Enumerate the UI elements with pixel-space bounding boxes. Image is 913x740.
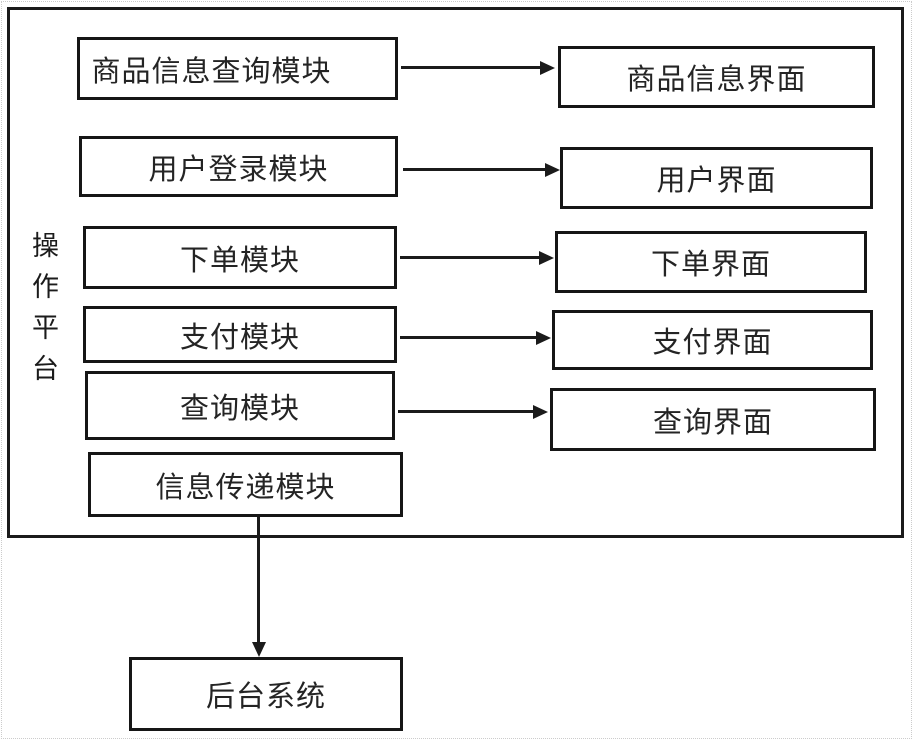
interface-box-product-info: 商品信息界面 bbox=[558, 46, 875, 108]
arrow-product-info-query-to-interface bbox=[401, 66, 541, 69]
arrow-payment-to-interface bbox=[400, 336, 537, 339]
backend-system-box: 后台系统 bbox=[129, 657, 403, 731]
module-box-user-login: 用户登录模块 bbox=[79, 136, 398, 197]
module-box-info-transfer: 信息传递模块 bbox=[88, 452, 403, 517]
arrow-user-login-to-interface bbox=[403, 168, 546, 171]
arrow-info-transfer-to-backend bbox=[257, 517, 260, 643]
module-label: 信息传递模块 bbox=[155, 471, 336, 504]
interface-box-user: 用户界面 bbox=[560, 147, 873, 209]
arrow-order-to-interface bbox=[400, 256, 540, 259]
interface-box-payment: 支付界面 bbox=[552, 310, 873, 370]
module-label: 查询模块 bbox=[179, 392, 300, 425]
interface-label: 查询界面 bbox=[652, 406, 773, 439]
module-label: 用户登录模块 bbox=[148, 153, 329, 186]
backend-label: 后台系统 bbox=[205, 681, 326, 713]
interface-label: 下单界面 bbox=[650, 249, 771, 281]
module-box-order: 下单模块 bbox=[83, 226, 397, 289]
module-box-product-info-query: 商品信息查询模块 bbox=[77, 37, 398, 100]
platform-frame bbox=[7, 7, 904, 538]
module-label: 支付模块 bbox=[179, 321, 300, 354]
arrow-query-to-interface bbox=[398, 410, 534, 413]
module-label: 下单模块 bbox=[179, 244, 300, 277]
interface-box-query: 查询界面 bbox=[550, 388, 876, 451]
interface-label: 用户界面 bbox=[656, 165, 777, 197]
interface-label: 支付界面 bbox=[652, 327, 773, 359]
platform-label: 操作平台 bbox=[28, 231, 58, 395]
module-label: 商品信息查询模块 bbox=[91, 55, 332, 88]
module-box-payment: 支付模块 bbox=[83, 306, 397, 363]
module-box-query: 查询模块 bbox=[85, 371, 395, 440]
interface-box-order: 下单界面 bbox=[555, 231, 867, 293]
interface-label: 商品信息界面 bbox=[626, 64, 807, 96]
